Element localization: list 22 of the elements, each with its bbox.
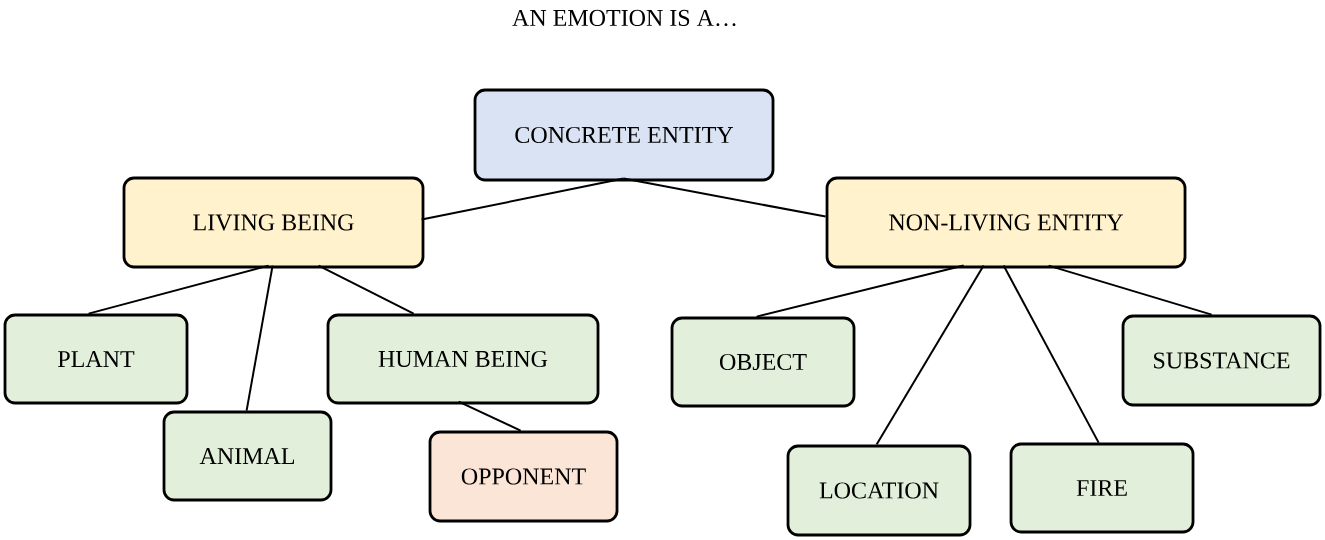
category-box: PLANT: [3, 313, 189, 405]
connector-line: [457, 400, 522, 432]
connector-line: [245, 264, 274, 412]
category-box: LIVING BEING: [122, 176, 425, 269]
category-box: SUBSTANCE: [1121, 314, 1322, 407]
connector-line: [1047, 264, 1213, 316]
title: AN EMOTION IS A…: [512, 9, 736, 27]
connector-line: [1002, 264, 1100, 444]
connector-line: [317, 264, 415, 315]
category-box: HUMAN BEING: [326, 313, 600, 405]
category-box: OBJECT: [670, 316, 856, 408]
connector-line: [420, 177, 625, 221]
connector-line: [755, 264, 965, 318]
connector-line: [87, 264, 270, 315]
category-box: LOCATION: [786, 444, 972, 537]
category-box: NON-LIVING ENTITY: [825, 176, 1187, 269]
category-box: FIRE: [1009, 442, 1195, 534]
connector-line: [875, 264, 985, 446]
category-box: CONCRETE ENTITY: [473, 88, 775, 182]
category-box: OPPONENT: [428, 430, 619, 523]
category-box: ANIMAL: [162, 410, 333, 502]
connector-line: [622, 177, 827, 218]
